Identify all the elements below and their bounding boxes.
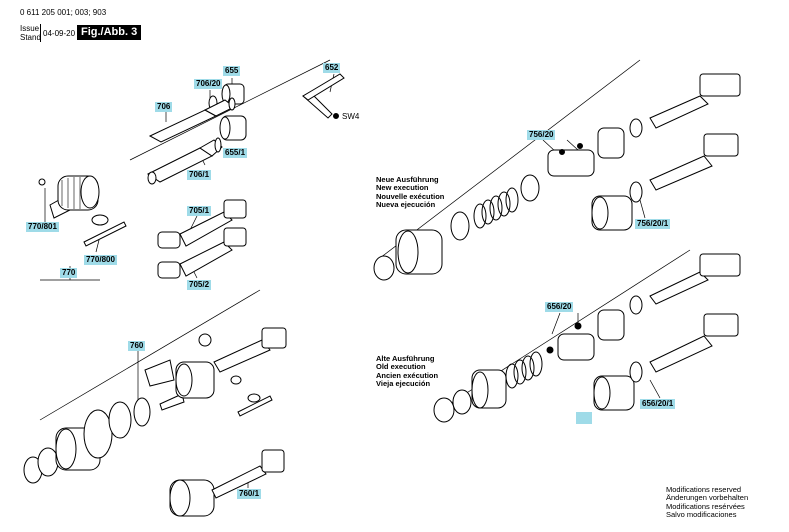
label-760: 760 [128, 341, 146, 351]
label-705-1: 705/1 [187, 206, 212, 216]
stand-label: Stand [20, 33, 41, 42]
issue-date: 04-09-20 [43, 29, 76, 38]
label-706-20: 706/20 [194, 79, 223, 89]
footer-fr: Modifications resérvées [666, 501, 745, 511]
label-706: 706 [155, 102, 173, 112]
new-execution-block: Neue Ausführung New execution Nouvelle e… [376, 175, 445, 210]
footer-de: Änderungen vorbehalten [666, 493, 749, 503]
part-numbers: 0 611 205 001; 003; 903 [20, 8, 107, 17]
old-execution-es: Vieja ejecución [376, 379, 431, 389]
footer-notes: Modifications reserved Änderungen vorbeh… [666, 485, 749, 519]
old-execution-block: Alte Ausführung Old execution Ancien exé… [376, 354, 439, 389]
old-execution-fr: Ancien exécution [376, 370, 439, 380]
label-656-20-1: 656/20/1 [640, 399, 676, 409]
label-760-1: 760/1 [237, 489, 262, 499]
footer-de-en: Modifications reserved [666, 485, 742, 494]
new-execution-fr: Nouvelle exécution [376, 191, 445, 201]
label-770: 770 [60, 268, 78, 278]
issue-label: Issue [20, 24, 40, 33]
label-706-1: 706/1 [187, 170, 212, 180]
label-655-1: 655/1 [223, 148, 248, 158]
legend-swatch [576, 412, 592, 424]
new-execution-en: New execution [376, 183, 429, 193]
label-656-20: 656/20 [545, 302, 574, 312]
label-655: 655 [223, 66, 241, 76]
label-652: 652 [323, 63, 341, 73]
label-770-801: 770/801 [26, 222, 59, 232]
new-execution-es: Nueva ejecución [376, 200, 436, 210]
label-sw4: SW4 [342, 112, 360, 121]
label-705-2: 705/2 [187, 280, 212, 290]
figure-title: Fig./Abb. 3 [77, 25, 142, 40]
label-770-800: 770/800 [84, 255, 117, 265]
header-divider [40, 24, 41, 42]
label-756-20: 756/20 [527, 130, 556, 140]
old-execution-de: Alte Ausführung [376, 354, 435, 363]
label-756-20-1: 756/20/1 [635, 219, 671, 229]
footer-es: Salvo modificaciones [666, 509, 737, 519]
old-execution-en: Old execution [376, 362, 426, 372]
new-execution-de: Neue Ausführung [376, 175, 439, 184]
